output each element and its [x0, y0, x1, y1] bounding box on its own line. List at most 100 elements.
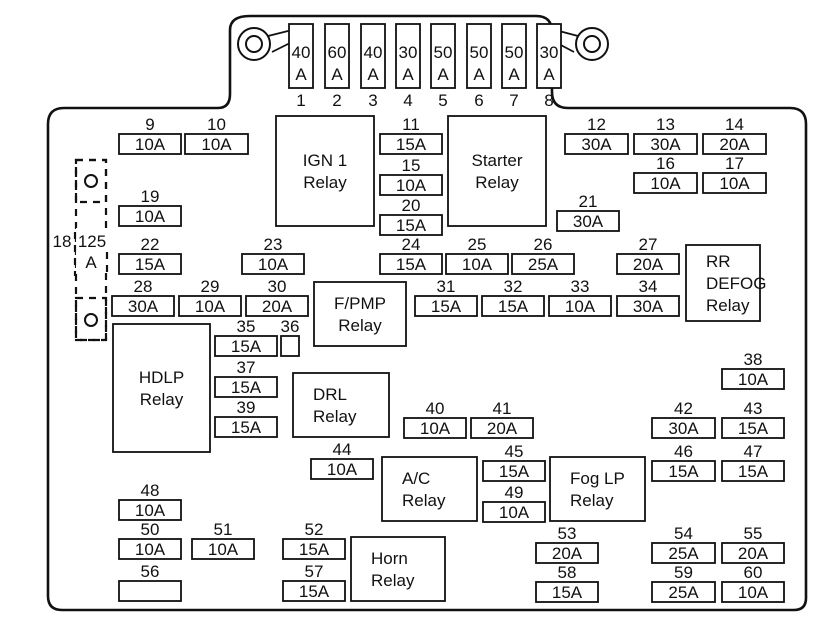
fuse-36[interactable]: 36 — [280, 317, 300, 357]
maxi-fuse-body — [395, 23, 421, 89]
fuse-rating: 20A — [719, 135, 750, 154]
fuse-body — [280, 335, 300, 357]
fuse-rating: 15A — [668, 462, 699, 481]
circuit-breaker-rating: 125 — [78, 232, 106, 251]
fuse-body — [214, 335, 278, 357]
fuse-body — [118, 253, 182, 275]
maxi-fuse-rating: 40 — [364, 43, 383, 62]
maxi-fuse-unit: A — [473, 65, 485, 84]
fuse-number: 48 — [141, 481, 160, 500]
fuse-number: 59 — [674, 563, 693, 582]
fuse-number: 39 — [237, 398, 256, 417]
fuse-rating: 15A — [299, 582, 330, 601]
fuse-rating: 30A — [668, 419, 699, 438]
fuse-number: 37 — [237, 358, 256, 377]
relay-body — [685, 244, 761, 322]
fuse-body — [118, 538, 182, 560]
fuse-body — [414, 295, 478, 317]
fuse-number: 34 — [639, 277, 658, 296]
fuse-rating: 15A — [396, 255, 427, 274]
fuse-body — [310, 458, 374, 480]
fuse-56[interactable]: 56 — [118, 562, 182, 602]
fuse-body — [702, 133, 767, 155]
fuse-rating: 10A — [719, 174, 750, 193]
fuse-number: 28 — [134, 277, 153, 296]
fuse-body — [651, 460, 716, 482]
maxi-fuse-rating: 50 — [470, 43, 489, 62]
fuse-number: 56 — [141, 562, 160, 581]
fuse-rating: 15A — [231, 337, 262, 356]
fuse-body — [721, 581, 785, 603]
fuse-rating: 10A — [396, 176, 427, 195]
